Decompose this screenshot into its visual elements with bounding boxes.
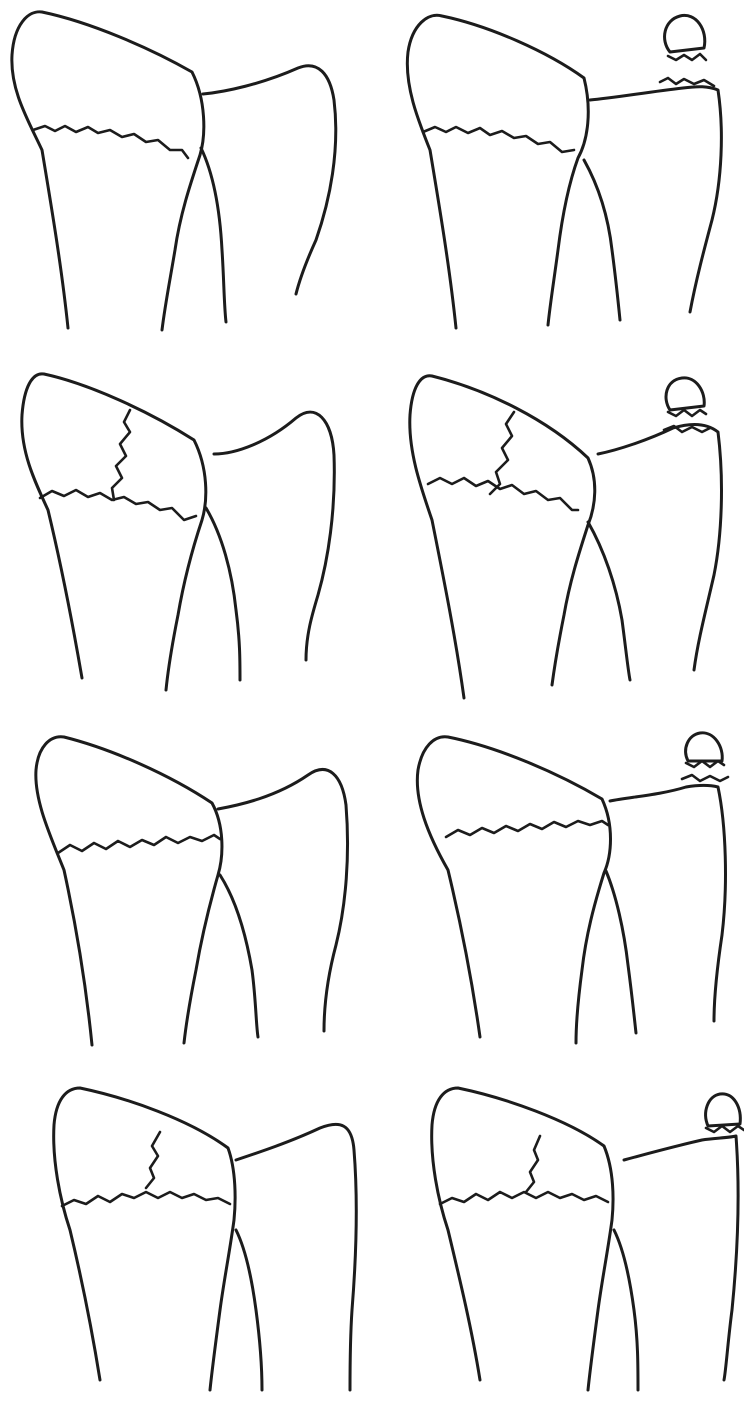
panel-row1-left — [12, 12, 336, 330]
ulna — [201, 66, 336, 322]
radius-intra-articular-split — [490, 412, 514, 494]
radius-transverse-fracture-line — [62, 1192, 230, 1206]
ulna — [236, 1124, 356, 1390]
radius-distal-fracture-line — [33, 126, 188, 158]
radius-shaft — [432, 1088, 613, 1390]
radius-shaft — [22, 374, 206, 690]
radius-shaft — [54, 1088, 235, 1390]
radius-intra-articular-split — [526, 1136, 540, 1192]
ulnar-styloid-avulsion — [706, 1094, 744, 1132]
radius-transverse-fracture-line — [440, 1192, 608, 1204]
ulnar-styloid-avulsion — [660, 15, 714, 86]
radius-shaft — [36, 737, 222, 1045]
ulna — [606, 786, 725, 1034]
radius-distal-fracture-line — [58, 835, 220, 853]
ulna — [218, 770, 348, 1037]
radius-transverse-fracture-line — [428, 478, 578, 510]
radius-distal-fracture-line — [446, 821, 608, 837]
panel-row1-right — [407, 15, 721, 328]
panel-row3-left — [36, 737, 348, 1045]
panel-row2-left — [22, 374, 335, 690]
ulna — [614, 1136, 738, 1390]
radius-distal-fracture-line — [423, 127, 574, 152]
panel-row3-right — [417, 733, 728, 1043]
radius-shaft — [407, 15, 588, 328]
ulna — [206, 412, 334, 680]
radius-shaft — [410, 376, 595, 698]
panel-row2-right — [410, 376, 722, 698]
radius-shaft — [417, 737, 610, 1043]
radius-intra-articular-split — [112, 410, 130, 500]
radius-intra-articular-split — [146, 1132, 160, 1188]
radius-shaft — [12, 12, 204, 330]
radius-transverse-fracture-line — [40, 490, 196, 520]
ulnar-styloid-avulsion — [682, 733, 728, 781]
panel-row4-right — [432, 1088, 744, 1390]
ulna — [584, 87, 721, 320]
ulna — [588, 425, 721, 680]
panel-row4-left — [54, 1088, 356, 1390]
